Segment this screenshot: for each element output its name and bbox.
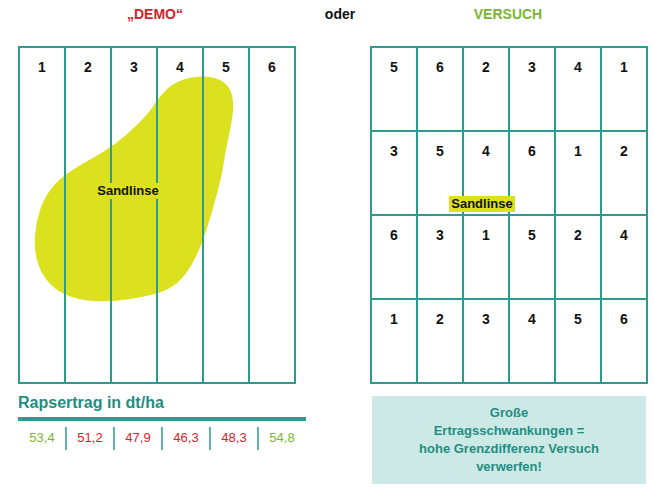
plot-number: 3 (528, 59, 536, 76)
plot-number: 4 (620, 227, 628, 244)
plot-cell: 3 (370, 130, 418, 216)
plot-number: 3 (390, 143, 398, 160)
conclusion-box: Große Ertragsschwankungen = hohe Grenzdi… (372, 396, 646, 484)
plot-cell: 5 (554, 298, 602, 384)
plot-cell: 2 (462, 46, 510, 132)
plot-number: 6 (390, 227, 398, 244)
plot-cell: 1 (370, 298, 418, 384)
plot-number: 6 (436, 59, 444, 76)
plot-number: 5 (436, 143, 444, 160)
plot-cell: 6 (600, 298, 648, 384)
plot-number: 4 (482, 143, 490, 160)
yield-value: 46,3 (173, 429, 198, 447)
plot-number: 4 (528, 311, 536, 328)
plot-cell: 6 (416, 46, 464, 132)
plot-cell: 6 (248, 46, 296, 384)
yield-value: 53,4 (29, 429, 54, 447)
plot-number: 5 (528, 227, 536, 244)
connector-word: oder (325, 5, 355, 23)
plot-number: 2 (84, 59, 92, 76)
heading-rule (18, 417, 306, 421)
variant-heading: „DEMO“ (127, 5, 183, 23)
plot-number: 3 (482, 311, 490, 328)
cell-separator (113, 427, 115, 450)
sand-lens-outline (35, 76, 234, 301)
plot-cell: 2 (416, 298, 464, 384)
plot-cell: 5 (370, 46, 418, 132)
plot-cell: 4 (156, 46, 204, 384)
plot-cell: 6 (508, 130, 556, 216)
plot-number: 4 (574, 59, 582, 76)
sand-lens-label: Sandlinse (95, 183, 160, 199)
yield-value: 51,2 (77, 429, 102, 447)
plot-number: 1 (482, 227, 490, 244)
plot-number: 1 (390, 311, 398, 328)
plot-number: 3 (436, 227, 444, 244)
yield-value: 47,9 (125, 429, 150, 447)
plot-number: 2 (620, 143, 628, 160)
plot-cell: 2 (64, 46, 112, 384)
table-heading: Rapsertrag in dt/ha (18, 394, 164, 412)
plot-cell: 5 (202, 46, 250, 384)
plot-cell: 1 (600, 46, 648, 132)
plot-number: 2 (436, 311, 444, 328)
plot-cell: 1 (462, 214, 510, 300)
plot-number: 3 (130, 59, 138, 76)
plot-number: 4 (176, 59, 184, 76)
cell-separator (257, 427, 259, 450)
cell-separator (65, 427, 67, 450)
plot-cell: 2 (600, 130, 648, 216)
plot-number: 1 (38, 59, 46, 76)
variant-heading: VERSUCH (474, 5, 542, 23)
cell-separator (161, 427, 163, 450)
plot-number: 5 (222, 59, 230, 76)
plot-number: 6 (620, 311, 628, 328)
plot-cell: 3 (462, 298, 510, 384)
yield-value: 54,8 (269, 429, 294, 447)
conclusion-text: Große Ertragsschwankungen = hohe Grenzdi… (419, 404, 599, 476)
plot-number: 2 (574, 227, 582, 244)
plot-cell: 1 (554, 130, 602, 216)
plot-cell: 3 (416, 214, 464, 300)
plot-cell: 3 (508, 46, 556, 132)
plot-cell: 4 (600, 214, 648, 300)
plot-cell: 2 (554, 214, 602, 300)
plot-cell: 3 (110, 46, 158, 384)
plot-number: 2 (482, 59, 490, 76)
plot-number: 5 (390, 59, 398, 76)
sand-lens-label: Sandlinse (449, 196, 514, 212)
plot-cell: 5 (508, 214, 556, 300)
plot-number: 1 (574, 143, 582, 160)
plot-cell: 6 (370, 214, 418, 300)
plot-number: 1 (620, 59, 628, 76)
plot-cell: 4 (554, 46, 602, 132)
plot-cell: 4 (508, 298, 556, 384)
plot-number: 6 (528, 143, 536, 160)
cell-separator (209, 427, 211, 450)
sand-lens: Sandlinse (30, 70, 240, 310)
yield-value: 48,3 (221, 429, 246, 447)
plot-number: 6 (268, 59, 276, 76)
plot-number: 5 (574, 311, 582, 328)
plot-cell: 1 (18, 46, 66, 384)
